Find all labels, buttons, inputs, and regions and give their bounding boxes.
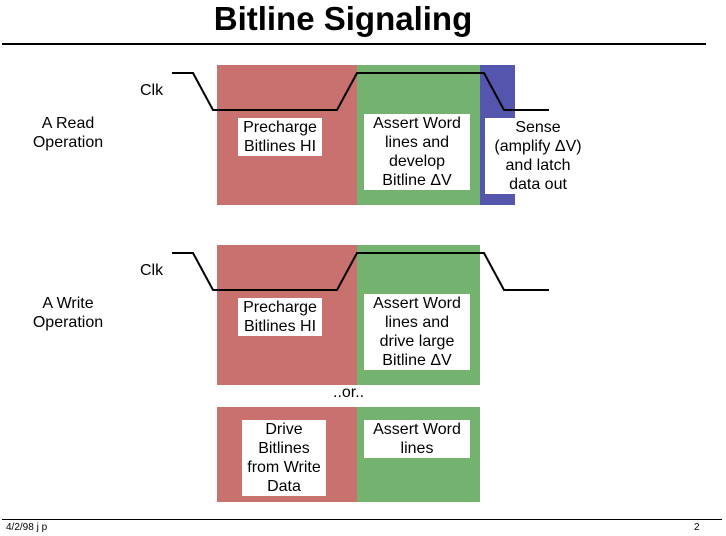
write-drive-text: Drive Bitlines from Write Data (242, 420, 326, 496)
footer-rule (2, 519, 722, 520)
write-precharge-text: Precharge Bitlines HI (238, 298, 322, 336)
read-operation-label: A Read Operation (32, 115, 104, 151)
read-sense-text: Sense (amplify ΔV) and latch data out (485, 118, 591, 194)
read-precharge-text: Precharge Bitlines HI (238, 118, 322, 156)
write-assert-text: Assert Word lines and drive large Bitlin… (364, 294, 470, 370)
read-clk-label: Clk (140, 82, 164, 99)
write-assert-alt-text: Assert Word lines (364, 420, 470, 458)
write-clock-waveform (172, 252, 549, 291)
or-separator: ..or.. (333, 384, 365, 401)
page-title: Bitline Signaling (213, 0, 473, 37)
write-operation-label: A Write Operation (32, 295, 104, 331)
read-clock-waveform (172, 72, 549, 111)
read-assert-text: Assert Word lines and develop Bitline ΔV (364, 114, 470, 190)
write-clk-label: Clk (140, 262, 164, 279)
title-rule (2, 43, 706, 45)
page-number: 2 (694, 522, 700, 533)
footer-date: 4/2/98 j p (6, 522, 48, 533)
